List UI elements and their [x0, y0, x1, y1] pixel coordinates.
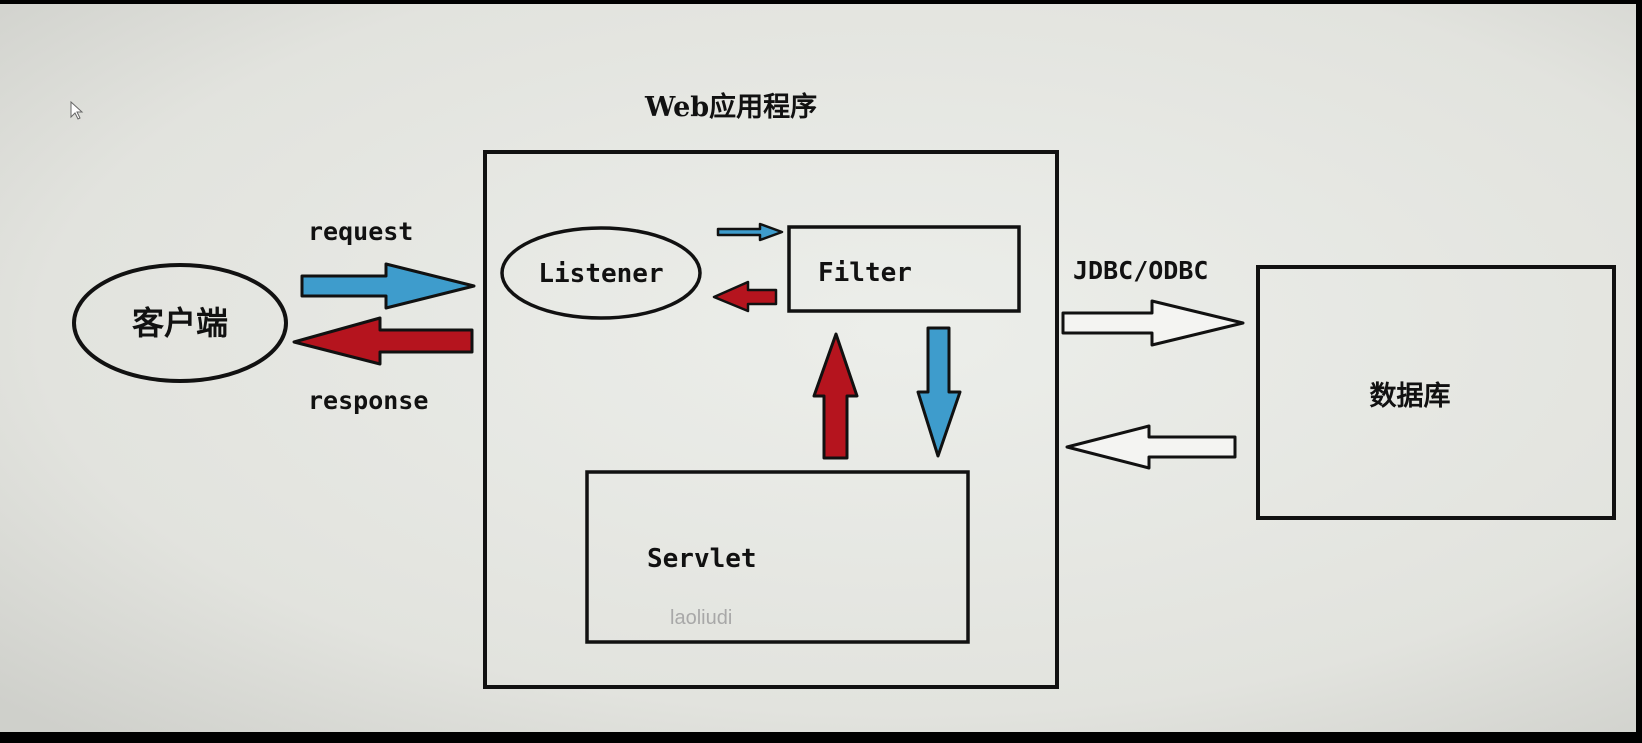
filter-label: Filter [818, 258, 912, 288]
listener-node [500, 226, 702, 320]
listener-to-filter-arrow [716, 222, 784, 242]
servlet-to-filter-arrow [812, 332, 859, 460]
cursor-icon [70, 100, 84, 120]
servlet-node [585, 470, 970, 644]
client-label: 客户端 [132, 304, 228, 342]
to-database-arrow [1061, 299, 1245, 347]
listener-label: Listener [538, 259, 663, 289]
app-title: Web应用程序 [644, 91, 817, 123]
request-arrow [300, 262, 476, 310]
filter-to-servlet-arrow [916, 326, 962, 458]
filter-node [787, 225, 1021, 313]
web-app-container [483, 150, 1059, 689]
client-node [72, 263, 288, 383]
watermark: laoliudi [670, 607, 732, 629]
jdbc-label: JDBC/ODBC [1073, 256, 1208, 285]
request-label: request [308, 217, 413, 246]
database-label: 数据库 [1370, 381, 1451, 412]
database-node [1256, 265, 1616, 520]
from-database-arrow [1065, 424, 1237, 470]
slide-surface [0, 4, 1636, 732]
servlet-label: Servlet [647, 544, 757, 574]
response-label: response [308, 386, 428, 415]
filter-to-listener-arrow [712, 280, 778, 313]
response-arrow [292, 316, 474, 366]
